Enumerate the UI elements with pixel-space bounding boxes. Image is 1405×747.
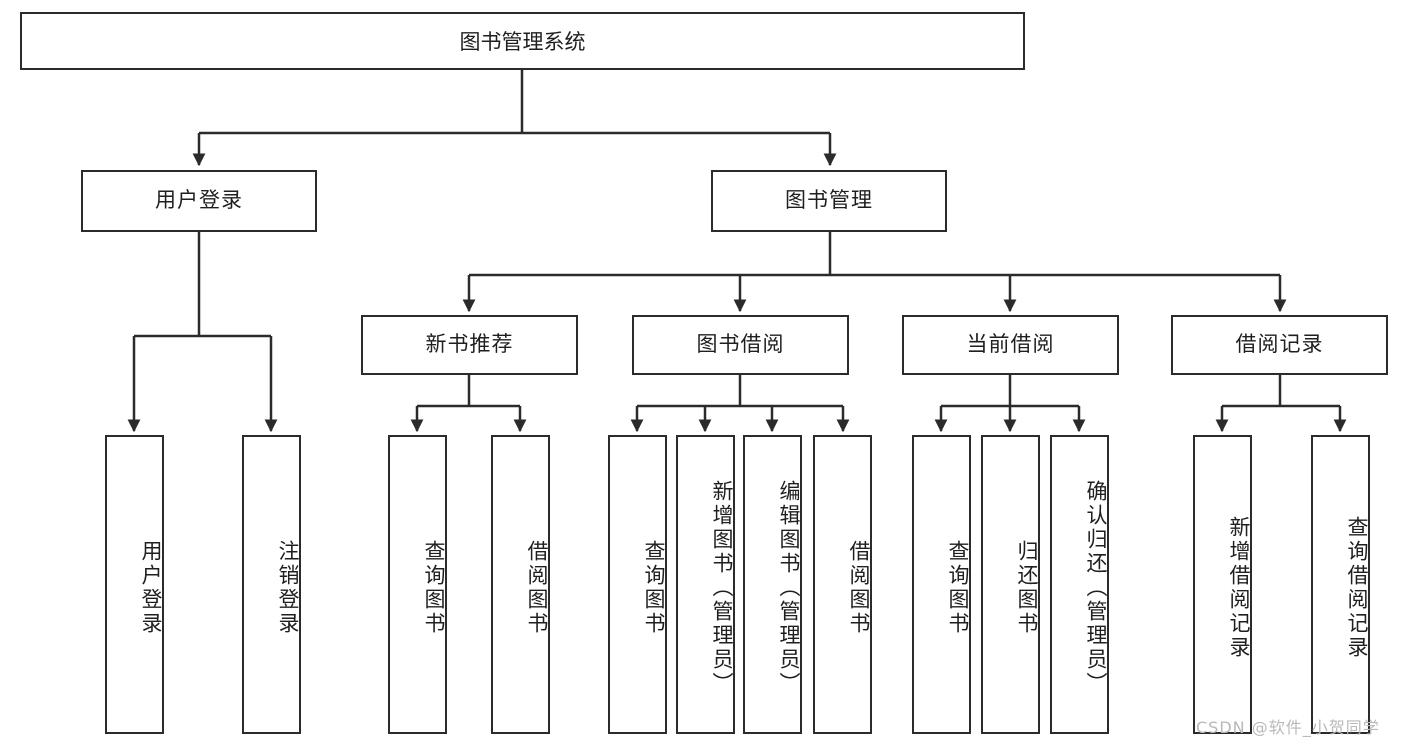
leaf-book-borrow-query[interactable]: 查询图书 xyxy=(608,435,667,734)
node-root-book-management-system[interactable]: 图书管理系统 xyxy=(20,12,1025,70)
node-book-management[interactable]: 图书管理 xyxy=(711,170,947,232)
node-label: 图书管理系统 xyxy=(459,30,586,54)
node-label: 新书推荐 xyxy=(425,332,514,357)
node-book-borrow[interactable]: 图书借阅 xyxy=(632,315,849,375)
leaf-new-book-query[interactable]: 查询图书 xyxy=(388,435,447,734)
node-label: 查询图书 xyxy=(422,539,446,636)
node-label: 用户登录 xyxy=(155,188,243,213)
node-label: 查询借阅记录 xyxy=(1345,515,1369,660)
node-label: 查询图书 xyxy=(642,539,666,636)
node-label: 借阅记录 xyxy=(1235,332,1324,357)
leaf-new-book-borrow[interactable]: 借阅图书 xyxy=(491,435,550,734)
node-label: 归还图书 xyxy=(1015,539,1039,636)
leaf-current-borrow-confirm-return[interactable]: 确认归还（管理员） xyxy=(1050,435,1109,734)
leaf-current-borrow-return[interactable]: 归还图书 xyxy=(981,435,1040,734)
leaf-user-login-logout[interactable]: 注销登录 xyxy=(242,435,301,734)
node-new-book-recommend[interactable]: 新书推荐 xyxy=(361,315,578,375)
node-label: 用户登录 xyxy=(139,539,163,636)
leaf-borrow-record-query[interactable]: 查询借阅记录 xyxy=(1311,435,1370,734)
node-label: 编辑图书（管理员） xyxy=(777,479,801,696)
watermark-text: CSDN @软件_小贺同学 xyxy=(1196,718,1380,737)
node-label: 图书借阅 xyxy=(696,332,785,357)
leaf-user-login-login[interactable]: 用户登录 xyxy=(105,435,164,734)
node-label: 新增借阅记录 xyxy=(1227,515,1251,660)
leaf-book-borrow-borrow[interactable]: 借阅图书 xyxy=(813,435,872,734)
leaf-borrow-record-add[interactable]: 新增借阅记录 xyxy=(1193,435,1252,734)
node-label: 当前借阅 xyxy=(966,332,1055,357)
node-label: 查询图书 xyxy=(946,539,970,636)
node-label: 借阅图书 xyxy=(847,539,871,636)
node-label: 注销登录 xyxy=(276,539,300,636)
node-current-borrow[interactable]: 当前借阅 xyxy=(902,315,1119,375)
node-borrow-record[interactable]: 借阅记录 xyxy=(1171,315,1388,375)
leaf-book-borrow-add[interactable]: 新增图书（管理员） xyxy=(676,435,735,734)
node-label: 图书管理 xyxy=(785,188,873,213)
node-label: 确认归还（管理员） xyxy=(1084,479,1108,696)
node-label: 借阅图书 xyxy=(525,539,549,636)
node-user-login[interactable]: 用户登录 xyxy=(81,170,317,232)
node-label: 新增图书（管理员） xyxy=(710,479,734,696)
leaf-book-borrow-edit[interactable]: 编辑图书（管理员） xyxy=(743,435,802,734)
leaf-current-borrow-query[interactable]: 查询图书 xyxy=(912,435,971,734)
